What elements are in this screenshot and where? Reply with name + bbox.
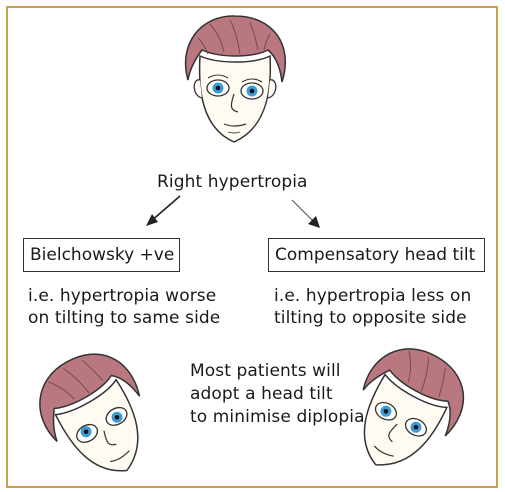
arrow-right [288, 196, 328, 232]
face-tilted-left-illustration [28, 335, 178, 485]
bielchowsky-box: Bielchowsky +ve [23, 238, 180, 272]
compensatory-box: Compensatory head tilt [268, 238, 485, 272]
face-tilted-right-illustration [335, 335, 485, 485]
arrow-left [140, 192, 190, 232]
bottom-note-line-2: adopt a head tilt [190, 383, 333, 405]
left-note-line-2: on tilting to same side [28, 307, 220, 329]
face-upright-illustration [170, 10, 300, 155]
right-note-line-1: i.e. hypertropia less on [274, 285, 471, 307]
left-note-line-1: i.e. hypertropia worse [28, 285, 216, 307]
center-label: Right hypertropia [157, 171, 308, 193]
right-note-line-2: tilting to opposite side [274, 307, 467, 329]
bottom-note-line-1: Most patients will [190, 360, 341, 382]
